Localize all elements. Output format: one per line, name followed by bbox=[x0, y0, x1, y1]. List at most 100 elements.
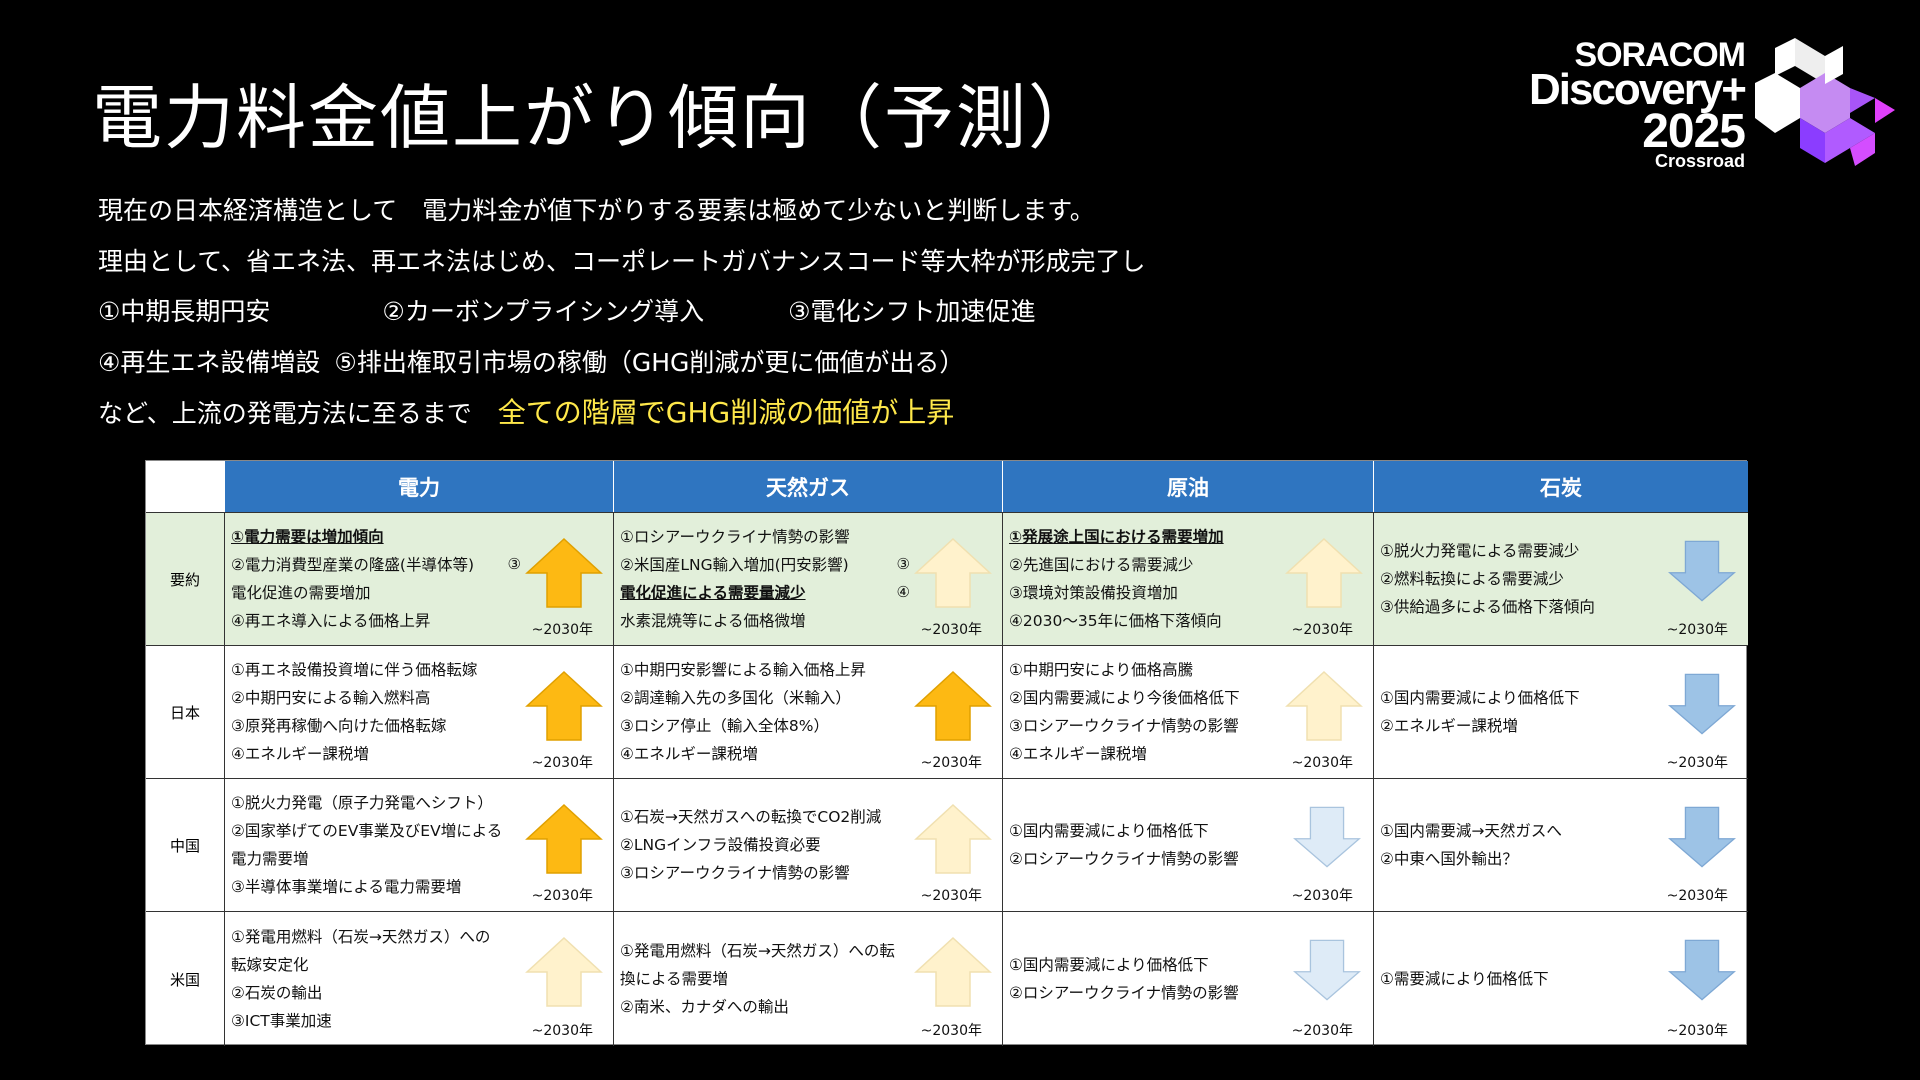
factor-line: ①再エネ設備投資増に伴う価格転嫁 bbox=[231, 661, 478, 679]
cell-factors: ①再エネ設備投資増に伴う価格転嫁 ②中期円安による輸入燃料高 ③原発再稼働へ向けた価… bbox=[231, 646, 613, 778]
factor-line: ②中期円安による輸入燃料高 bbox=[231, 689, 431, 707]
factor-line: ③ロシア停止（輸入全体8%） bbox=[620, 717, 829, 735]
up-arrow-icon bbox=[525, 670, 603, 741]
factor-line: ①脱火力発電による需要減少 bbox=[1380, 542, 1580, 560]
header-coal: 石炭 bbox=[1373, 461, 1748, 512]
row-label-japan: 日本 bbox=[146, 645, 224, 778]
factor-4: ④再生エネ設備増設 bbox=[98, 347, 321, 377]
page-title: 電力料金値上がり傾向（予測） bbox=[92, 77, 1100, 159]
factor-line: ④エネルギー課税増 bbox=[620, 745, 758, 763]
year-label: ~2030年 bbox=[1666, 888, 1728, 904]
table-corner bbox=[146, 461, 224, 512]
factor-line: ③環境対策設備投資増加 bbox=[1009, 584, 1178, 602]
year-label: ~2030年 bbox=[1666, 1023, 1728, 1039]
factor-line: ①発展途上国における需要増加 bbox=[1009, 528, 1224, 546]
year-label: ~2030年 bbox=[1291, 888, 1353, 904]
year-label: ~2030年 bbox=[1291, 755, 1353, 771]
factor-line: ①発電用燃料（石炭→天然ガス）への bbox=[231, 928, 491, 946]
cell-factors: ①国内需要減により価格低下 ②ロシアーウクライナ情勢の影響 bbox=[1009, 912, 1373, 1046]
factor-line: ④再エネ導入による価格上昇 bbox=[231, 612, 431, 630]
row-label-china: 中国 bbox=[146, 778, 224, 911]
factor-line: ③半導体事業増による電力需要増 bbox=[231, 878, 462, 896]
cell-note-2: ④ bbox=[896, 583, 910, 601]
factor-line: ③ICT事業加速 bbox=[231, 1012, 332, 1030]
factor-line: ②中東へ国外輸出？ bbox=[1380, 850, 1518, 868]
factor-line: ①国内需要減により価格低下 bbox=[1009, 822, 1209, 840]
factor-line: 換による需要増 bbox=[620, 970, 729, 988]
year-label: ~2030年 bbox=[531, 622, 593, 638]
factor-line: ②国内需要減により今後価格低下 bbox=[1009, 689, 1240, 707]
factor-line: ①脱火力発電（原子力発電へシフト） bbox=[231, 794, 493, 812]
factor-line: 水素混焼等による価格微増 bbox=[620, 612, 806, 630]
factor-line: ③ロシアーウクライナ情勢の影響 bbox=[620, 864, 850, 882]
logo-line-soracom: SORACOM bbox=[1574, 36, 1746, 74]
down-arrow-icon bbox=[1668, 939, 1736, 1001]
header-crude-oil: 原油 bbox=[1002, 461, 1373, 512]
conclusion-prefix: など、上流の発電方法に至るまで bbox=[98, 399, 472, 428]
factor-line: ①国内需要減により価格低下 bbox=[1009, 956, 1209, 974]
factor-line: ①中期円安により価格高騰 bbox=[1009, 661, 1194, 679]
factor-line: ②先進国における需要減少 bbox=[1009, 556, 1194, 574]
factor-line: ④2030～35年に価格下落傾向 bbox=[1009, 612, 1222, 630]
cell-factors: ①発電用燃料（石炭→天然ガス）への転換による需要増 ②南米、カナダへの輸出 bbox=[620, 912, 1002, 1046]
cell-factors: ①国内需要減により価格低下 ②ロシアーウクライナ情勢の影響 bbox=[1009, 779, 1373, 911]
cell-factors: ①発展途上国における需要増加 ②先進国における需要減少 ③環境対策設備投資増加 ④20… bbox=[1009, 513, 1373, 645]
cell-summary-crude-oil: ①発展途上国における需要増加 ②先進国における需要減少 ③環境対策設備投資増加 ④20… bbox=[1002, 512, 1373, 645]
factor-line: ②国家挙げてのEV事業及びEV増による bbox=[231, 822, 503, 840]
factor-line: ②電力消費型産業の隆盛(半導体等) bbox=[231, 556, 474, 574]
factor-line: ④エネルギー課税増 bbox=[231, 745, 369, 763]
cell-japan-electricity: ①再エネ設備投資増に伴う価格転嫁 ②中期円安による輸入燃料高 ③原発再稼働へ向けた価… bbox=[224, 645, 613, 778]
factor-line: ②ロシアーウクライナ情勢の影響 bbox=[1009, 850, 1239, 868]
cell-china-electricity: ①脱火力発電（原子力発電へシフト）②国家挙げてのEV事業及びEV増による電力需要… bbox=[224, 778, 613, 911]
up-arrow-icon bbox=[525, 803, 603, 874]
factor-line: ②南米、カナダへの輸出 bbox=[620, 998, 789, 1016]
intro-text: 現在の日本経済構造として 電力料金が値下がりする要素は極めて少ないと判断します。… bbox=[98, 186, 1146, 439]
cube-logo-icon bbox=[1755, 38, 1895, 166]
year-label: ~2030年 bbox=[920, 1023, 982, 1039]
factor-line: ①需要減により価格低下 bbox=[1380, 970, 1549, 988]
factor-5: ⑤排出権取引市場の稼働（GHG削減が更に価値が出る） bbox=[334, 347, 965, 377]
intro-line-2: 理由として、省エネ法、再エネ法はじめ、コーポレートガバナンスコード等大枠が形成完… bbox=[98, 246, 1146, 276]
factor-line: ①発電用燃料（石炭→天然ガス）への転 bbox=[620, 942, 895, 960]
conclusion-highlight: 全ての階層でGHG削減の価値が上昇 bbox=[497, 396, 955, 429]
year-label: ~2030年 bbox=[920, 755, 982, 771]
factor-line: ②ロシアーウクライナ情勢の影響 bbox=[1009, 984, 1239, 1002]
soracom-discovery-logo: SORACOM Discovery+ 2025 Crossroad bbox=[1495, 36, 1895, 170]
down-arrow-icon bbox=[1668, 673, 1736, 735]
factors-line-2: ④再生エネ設備増設 ⑤排出権取引市場の稼働（GHG削減が更に価値が出る） bbox=[98, 338, 1146, 389]
year-label: ~2030年 bbox=[1291, 1023, 1353, 1039]
factor-1: ①中期長期円安 bbox=[98, 297, 271, 326]
factor-line: ①ロシアーウクライナ情勢の影響 bbox=[620, 528, 850, 546]
factor-line: ②燃料転換による需要減少 bbox=[1380, 570, 1564, 588]
factor-line: ③供給過多による価格下落傾向 bbox=[1380, 598, 1595, 616]
cell-summary-natural-gas: ①ロシアーウクライナ情勢の影響 ②米国産LNG輸入増加(円安影響) 電化促進による需… bbox=[613, 512, 1002, 645]
factor-line: ①電力需要は増加傾向 bbox=[231, 528, 384, 546]
factor-line: ④エネルギー課税増 bbox=[1009, 745, 1147, 763]
year-label: ~2030年 bbox=[531, 888, 593, 904]
up-arrow-icon bbox=[525, 537, 603, 608]
factor-line: ②石炭の輸出 bbox=[231, 984, 323, 1002]
factor-line: ②LNGインフラ設備投資必要 bbox=[620, 836, 821, 854]
factor-line: ①中期円安影響による輸入価格上昇 bbox=[620, 661, 866, 679]
cell-factors: ①需要減により価格低下 bbox=[1380, 912, 1748, 1046]
factor-line: ②米国産LNG輸入増加(円安影響) bbox=[620, 556, 849, 574]
down-arrow-icon bbox=[1293, 939, 1361, 1001]
factor-line: ③原発再稼働へ向けた価格転嫁 bbox=[231, 717, 447, 735]
row-label-usa: 米国 bbox=[146, 911, 224, 1046]
down-arrow-icon bbox=[1293, 806, 1361, 868]
down-arrow-icon bbox=[1668, 806, 1736, 868]
factor-line: 電化促進による需要量減少 bbox=[620, 584, 806, 602]
logo-line-year: 2025 bbox=[1642, 105, 1746, 158]
cell-usa-crude-oil: ①国内需要減により価格低下 ②ロシアーウクライナ情勢の影響 ~2030年 bbox=[1002, 911, 1373, 1046]
logo-text: SORACOM Discovery+ 2025 Crossroad bbox=[1529, 36, 1747, 170]
factor-line: ②エネルギー課税増 bbox=[1380, 717, 1518, 735]
year-label: ~2030年 bbox=[531, 755, 593, 771]
factor-line: ①国内需要減により価格低下 bbox=[1380, 689, 1580, 707]
